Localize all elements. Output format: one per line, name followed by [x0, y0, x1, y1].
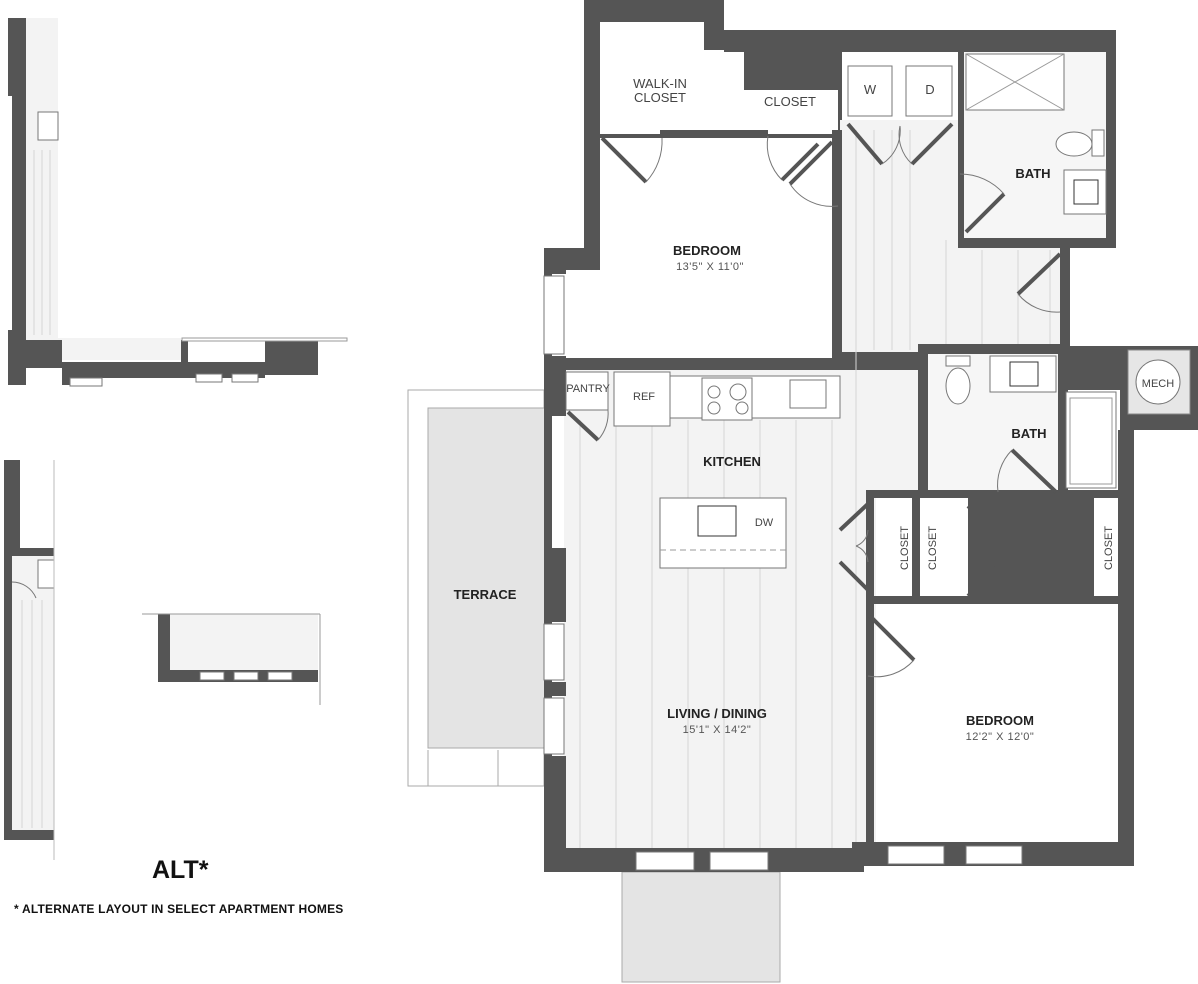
living-dining-label: LIVING / DINING — [667, 706, 767, 721]
washer — [847, 65, 893, 117]
main-plan — [407, 0, 1198, 983]
walk-in-closet-label-2: CLOSET — [634, 90, 686, 105]
ref-label: REF — [633, 391, 655, 403]
closet-b-label: CLOSET — [927, 526, 939, 570]
dryer-label: D — [925, 82, 934, 97]
walk-in-closet-label-1: WALK-IN — [633, 76, 687, 91]
terrace-label: TERRACE — [454, 587, 517, 602]
bedroom-2-dimension: 12'2" X 12'0" — [966, 731, 1035, 743]
alt-layout-title: ALT* — [152, 856, 209, 884]
washer-label: W — [864, 82, 877, 97]
closet-a-label: CLOSET — [899, 526, 911, 570]
terrace-deck — [427, 407, 547, 749]
pantry-label: PANTRY — [566, 383, 610, 395]
dryer — [905, 65, 953, 117]
bedroom-1-label: BEDROOM — [673, 243, 741, 258]
refrigerator — [613, 371, 671, 427]
toilet-2 — [945, 367, 971, 405]
alt-layout-1 — [8, 18, 348, 387]
closet-c-label: CLOSET — [1103, 526, 1115, 570]
alt-layout-note: * ALTERNATE LAYOUT IN SELECT APARTMENT H… — [14, 902, 344, 916]
pantry — [565, 371, 609, 411]
alt-layout-3 — [142, 613, 321, 705]
toilet-1 — [1055, 131, 1093, 157]
kitchen-label: KITCHEN — [703, 454, 761, 469]
living-dining-dimension: 15'1" X 14'2" — [683, 724, 752, 736]
dw-label: DW — [755, 517, 774, 529]
bath-master-label: BATH — [1015, 166, 1050, 181]
bedroom-1-dimension: 13'5" X 11'0" — [676, 261, 744, 273]
balcony — [621, 871, 781, 983]
bathtub — [1065, 391, 1117, 489]
bedroom-2-label: BEDROOM — [966, 713, 1034, 728]
bath-2-label: BATH — [1011, 426, 1046, 441]
alt-layout-2 — [4, 460, 55, 860]
closet-top-label: CLOSET — [764, 94, 816, 109]
mech-label: MECH — [1142, 378, 1174, 390]
